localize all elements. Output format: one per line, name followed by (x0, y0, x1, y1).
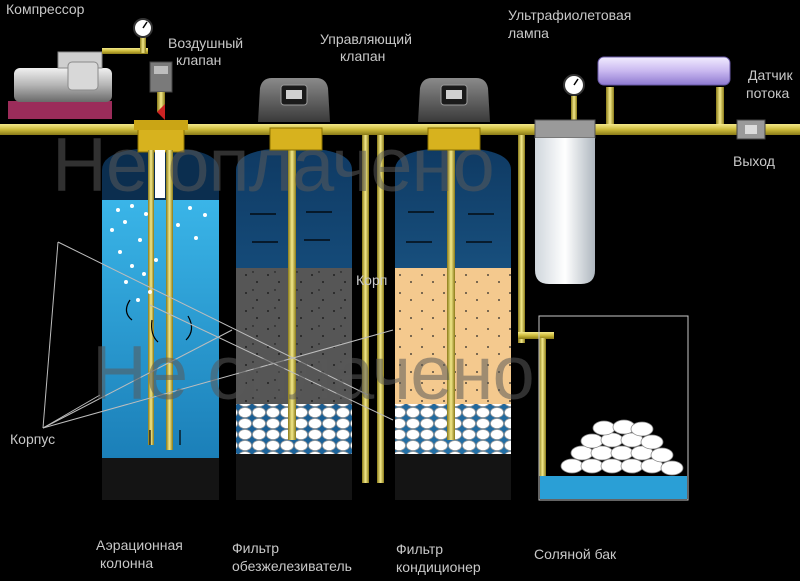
flow-sensor-label: Датчик (748, 67, 793, 83)
conditioner-filter (395, 127, 511, 500)
flow-sensor (736, 119, 766, 140)
control-valve-head (418, 78, 490, 122)
control-valve-head (258, 78, 330, 122)
iron-filter-label: Фильтр (232, 540, 280, 556)
uv-lamp-label-2: лампа (508, 25, 549, 41)
housing-label: Корпус (10, 431, 56, 447)
main-pipe (0, 124, 800, 135)
brine-tank-label: Соляной бак (534, 546, 617, 562)
conditioner-label: Фильтр (396, 541, 444, 557)
housing-label-partial: Корп (356, 272, 388, 288)
aeration-column-label-2: колонна (100, 555, 154, 571)
flow-sensor-label-2: потока (746, 85, 790, 101)
aeration-column (102, 120, 219, 500)
iron-filter-label-2: обезжелезиватель (232, 558, 352, 574)
conditioner-label-2: кондиционер (396, 559, 481, 575)
control-valve-label-2: клапан (340, 48, 386, 64)
leader-lines (42, 241, 394, 429)
uv-lamp (597, 56, 731, 124)
pressure-gauge-icon (133, 18, 153, 38)
brine-tank (538, 315, 689, 501)
air-valve (149, 61, 173, 120)
pressure-gauge-icon (563, 74, 585, 124)
uv-sterilizer-housing (534, 119, 596, 284)
compressor-label: Компрессор (6, 1, 85, 17)
watermark-bottom: Не оплачено (92, 331, 535, 416)
control-valve-label: Управляющий (320, 31, 412, 47)
salt-tablets (560, 419, 684, 476)
air-valve-label-2: клапан (176, 52, 222, 68)
uv-lamp-label: Ультрафиолетовая (508, 7, 632, 23)
outlet-label: Выход (733, 153, 775, 169)
air-valve-label: Воздушный (168, 35, 244, 51)
aeration-column-label: Аэрационная (96, 537, 183, 553)
watermark-top: Не оплачено (52, 123, 495, 208)
connecting-pipes (362, 135, 554, 483)
iron-removal-filter (236, 127, 352, 500)
compressor (8, 33, 148, 119)
